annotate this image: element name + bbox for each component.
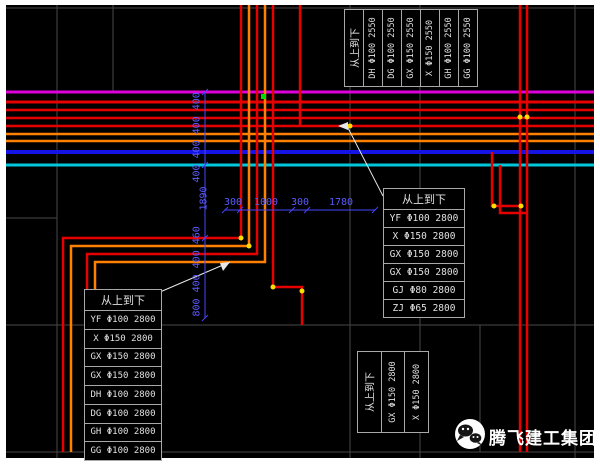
table-header: 从上到下 <box>365 372 377 412</box>
chat-bubble-large <box>458 424 473 437</box>
table-cell: GH Φ100 2550 <box>444 17 454 79</box>
dimension-label-vertical: 400 400 400 400 <box>191 92 203 183</box>
pipe-riser-1 <box>61 5 243 452</box>
fitting-marker <box>518 203 524 209</box>
table-row: ZJ Φ65 2800 <box>392 303 456 314</box>
table-cell: GX Φ150 2800 <box>388 361 398 423</box>
dimension-label: 300 <box>291 197 310 208</box>
dimension-lines <box>201 88 379 322</box>
leader-line <box>159 261 231 293</box>
dimension-label: 1780 <box>328 197 354 208</box>
table-column: X Φ150 2800 <box>405 352 428 432</box>
table-row: GX Φ150 2800 <box>85 349 161 368</box>
fitting-marker <box>238 235 244 241</box>
table-header-column: 从上到下 <box>345 10 364 86</box>
dimension-label: 300 <box>224 197 243 208</box>
bubble-eye <box>466 427 470 431</box>
table-row: DG Φ100 2800 <box>85 405 161 424</box>
leader-line <box>346 125 384 197</box>
fitting-marker <box>491 203 497 209</box>
bubble-eye <box>461 427 465 431</box>
leader-lines <box>159 122 384 293</box>
dimension-tick <box>201 161 209 169</box>
dimension-tick <box>236 206 244 214</box>
table-row: GX Φ150 2800 <box>85 367 161 386</box>
table-header: 从上到下 <box>350 28 362 68</box>
table-column: GX Φ150 2800 <box>382 352 406 432</box>
dimension-label-vertical: 800 400 400 460 <box>191 226 203 317</box>
pipe-runs <box>6 5 594 452</box>
pipe-spec-table-bottom-left: 从上到下 YF Φ100 2800 X Φ150 2800 GX Φ150 28… <box>84 289 162 461</box>
fitting-marker <box>517 114 523 120</box>
dimension-label-vertical: 1890 <box>198 186 210 211</box>
table-column: DH Φ100 2550 <box>364 10 383 86</box>
pipe-spec-table-top-right: 从上到下 DH Φ100 2550 DG Φ100 2550 GX Φ150 2… <box>344 9 478 87</box>
pipe-spec-table-mid-right: 从上到下 YF Φ100 2800 X Φ150 2800 GX Φ150 28… <box>383 188 465 318</box>
fitting-marker <box>524 114 530 120</box>
dimension-label: 1000 <box>253 197 279 208</box>
fitting-marker <box>270 284 276 290</box>
pipe-riser-2 <box>69 5 251 452</box>
table-column: GX Φ150 2550 <box>402 10 421 86</box>
bubble-eye <box>472 436 475 438</box>
pipe-branch-right-2 <box>498 165 527 215</box>
dimension-tick <box>303 206 311 214</box>
table-cell: DG Φ100 2550 <box>387 17 397 79</box>
table-header: 从上到下 <box>85 290 161 311</box>
table-row: YF Φ100 2800 <box>384 210 464 228</box>
table-row: X Φ150 2800 <box>384 228 464 246</box>
table-header: 从上到下 <box>384 189 464 210</box>
fitting-marker-green <box>261 94 266 99</box>
table-row: X Φ150 2800 <box>85 330 161 349</box>
table-row: GJ Φ80 2800 <box>384 282 464 300</box>
dimension-tick <box>288 206 296 214</box>
table-column: X Φ150 2550 <box>421 10 440 86</box>
fitting-marker <box>299 288 305 294</box>
bubble-eye <box>476 436 479 438</box>
table-row: GX Φ150 2800 <box>384 264 464 282</box>
table-column: GG Φ100 2550 <box>459 10 477 86</box>
watermark-text: 腾飞建工集团 <box>489 429 597 449</box>
table-row: GH Φ100 2800 <box>85 424 161 443</box>
dimension-tick <box>201 88 209 96</box>
dimension-tick <box>221 206 229 214</box>
dimension-tick <box>201 234 209 242</box>
bubble-tail <box>457 435 464 441</box>
table-cell: GG Φ100 2550 <box>463 17 473 79</box>
fitting-marker <box>347 123 353 129</box>
dimension-tick <box>371 206 379 214</box>
table-row: DH Φ100 2800 <box>85 386 161 405</box>
chat-bubble-small <box>469 433 482 443</box>
table-cell: DH Φ100 2550 <box>368 17 378 79</box>
fitting-markers <box>238 94 530 294</box>
leader-arrow-icon <box>338 122 348 130</box>
bubble-tail <box>477 442 483 446</box>
wechat-icon <box>455 419 485 449</box>
pipe-riser-5 <box>271 5 304 325</box>
dimension-tick <box>201 314 209 322</box>
table-cell: GX Φ150 2550 <box>406 17 416 79</box>
table-column: DG Φ100 2550 <box>383 10 402 86</box>
pipe-spec-table-bottom-mid: 从上到下 GX Φ150 2800 X Φ150 2800 <box>357 351 429 433</box>
fitting-marker <box>246 243 252 249</box>
table-cell: X Φ150 2550 <box>425 19 435 77</box>
table-row: GX Φ150 2800 <box>384 246 464 264</box>
table-header-column: 从上到下 <box>358 352 382 432</box>
table-row: YF Φ100 2800 <box>85 311 161 330</box>
table-cell: X Φ150 2800 <box>411 363 422 421</box>
leader-arrow-icon <box>220 262 230 271</box>
table-column: GH Φ100 2550 <box>440 10 459 86</box>
table-row: GG Φ100 2800 <box>90 446 156 457</box>
